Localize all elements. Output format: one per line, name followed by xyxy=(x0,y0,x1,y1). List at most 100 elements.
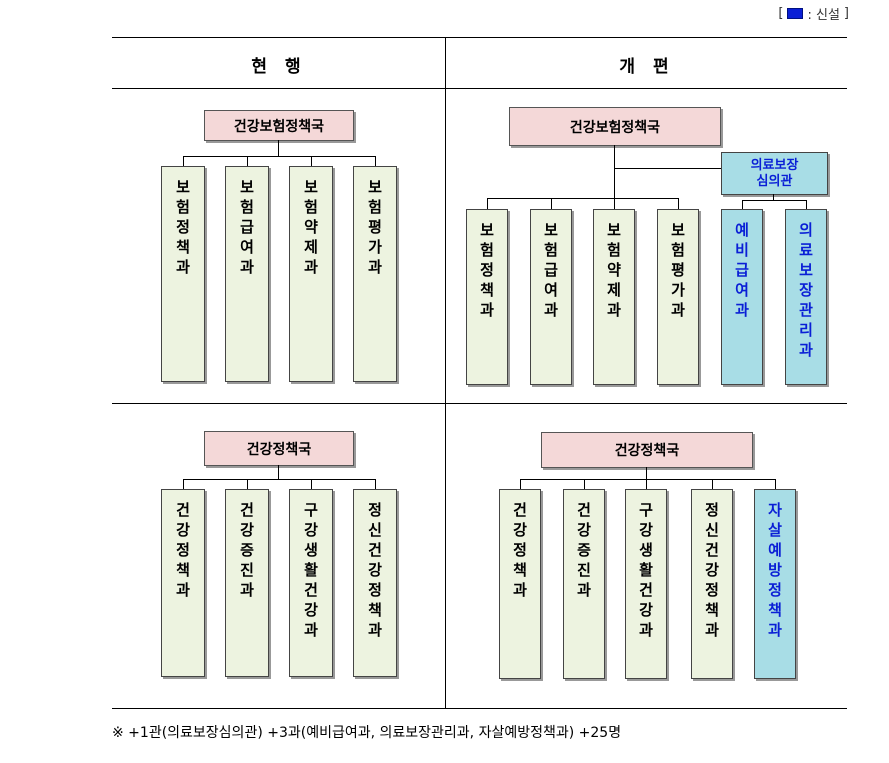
unit-char: 험 xyxy=(304,198,318,216)
unit-char: 강 xyxy=(513,521,527,539)
unit-char: 여 xyxy=(735,281,749,299)
unit-char: 정 xyxy=(176,541,190,559)
unit-char: 급 xyxy=(240,218,254,236)
legend-close-bracket: ] xyxy=(843,6,849,21)
connector xyxy=(183,479,375,480)
unit-char: 급 xyxy=(544,261,558,279)
unit-char: 강 xyxy=(240,521,254,539)
unit-char: 정 xyxy=(705,581,719,599)
unit-char: 과 xyxy=(480,301,494,319)
header-current: 현 행 xyxy=(251,57,307,77)
connector xyxy=(375,479,376,489)
connector xyxy=(614,198,615,209)
unit-char: 예 xyxy=(768,541,782,559)
connector xyxy=(520,479,521,489)
unit-char: 과 xyxy=(799,341,813,359)
unit-char: 과 xyxy=(240,581,254,599)
unit-char: 보 xyxy=(304,178,318,196)
unit-char: 강 xyxy=(639,601,653,619)
unit-char: 과 xyxy=(368,621,382,639)
unit-char: 책 xyxy=(705,601,719,619)
unit-char: 강 xyxy=(577,521,591,539)
unit-char: 과 xyxy=(368,258,382,276)
unit-char: 증 xyxy=(577,541,591,559)
unit-char: 보 xyxy=(176,178,190,196)
connector xyxy=(183,156,184,166)
unit-char: 과 xyxy=(304,258,318,276)
unit-char: 보 xyxy=(607,221,621,239)
unit-char: 건 xyxy=(368,541,382,559)
unit-char: 책 xyxy=(176,238,190,256)
unit-char: 험 xyxy=(176,198,190,216)
unit-char: 과 xyxy=(577,581,591,599)
unit-char: 건 xyxy=(639,581,653,599)
unit-char: 강 xyxy=(176,521,190,539)
bottom-current-parent-box: 건강정책국 xyxy=(204,431,354,466)
unit-char: 강 xyxy=(368,561,382,579)
unit-char: 활 xyxy=(639,561,653,579)
connector xyxy=(742,200,743,209)
connector xyxy=(712,479,713,489)
unit-char: 과 xyxy=(240,258,254,276)
unit-char: 과 xyxy=(735,301,749,319)
unit-char: 증 xyxy=(240,541,254,559)
unit-char: 험 xyxy=(607,241,621,259)
connector xyxy=(584,479,585,489)
connector xyxy=(551,198,552,209)
unit-char: 평 xyxy=(671,261,685,279)
connector xyxy=(183,156,375,157)
unit-char: 가 xyxy=(368,238,382,256)
unit-char: 진 xyxy=(240,561,254,579)
table-bottom-border xyxy=(112,708,847,709)
unit-char: 자 xyxy=(768,501,782,519)
table-mid-border xyxy=(112,403,847,404)
connector xyxy=(487,198,678,199)
top-current-parent-box: 건강보험정책국 xyxy=(204,110,354,141)
unit-char: 정 xyxy=(705,501,719,519)
unit-char: 책 xyxy=(368,601,382,619)
bottom-reform-parent-box: 건강정책국 xyxy=(541,432,753,468)
unit-char: 의 xyxy=(799,221,813,239)
unit-char: 과 xyxy=(176,258,190,276)
connector xyxy=(311,156,312,166)
unit-char: 과 xyxy=(705,621,719,639)
header-reform: 개 편 xyxy=(619,57,675,77)
legend: [ : 신설 ] xyxy=(778,4,849,23)
connector xyxy=(520,479,776,480)
unit-char: 구 xyxy=(304,501,318,519)
unit-char: 과 xyxy=(639,621,653,639)
new-office-line: 의료보장 xyxy=(750,157,799,173)
unit-char: 정 xyxy=(368,581,382,599)
unit-char: 제 xyxy=(304,238,318,256)
unit-char: 건 xyxy=(577,501,591,519)
unit-char: 여 xyxy=(240,238,254,256)
unit-char: 책 xyxy=(513,561,527,579)
connector xyxy=(773,194,774,200)
unit-char: 비 xyxy=(735,241,749,259)
connector xyxy=(375,156,376,166)
connector xyxy=(247,156,248,166)
legend-label: : 신설 xyxy=(807,8,840,23)
unit-char: 강 xyxy=(304,601,318,619)
unit-char: 약 xyxy=(304,218,318,236)
unit-char: 신 xyxy=(705,521,719,539)
unit-char: 활 xyxy=(304,561,318,579)
unit-char: 보 xyxy=(544,221,558,239)
unit-char: 정 xyxy=(513,541,527,559)
unit-char: 과 xyxy=(176,581,190,599)
unit-char: 보 xyxy=(480,221,494,239)
connector xyxy=(614,145,615,198)
unit-char: 신 xyxy=(368,521,382,539)
unit-char: 생 xyxy=(639,541,653,559)
